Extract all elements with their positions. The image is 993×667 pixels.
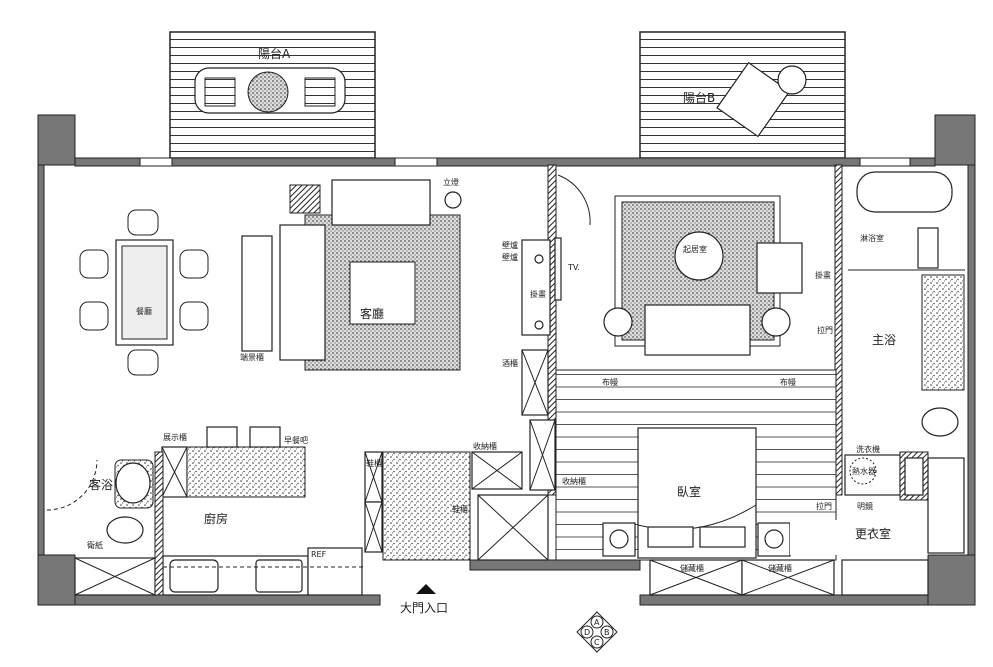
curtain-label: 布幔 (780, 377, 796, 387)
master-bath: 淋浴室 主浴 洗衣機 熱水器 (844, 171, 965, 501)
display-cabinet-label: 展示櫃 (163, 432, 187, 442)
fireplace-tv: 壁爐 壁爐 TV. 掛畫 酒櫃 (502, 237, 580, 416)
entrance-arrow-icon (416, 584, 436, 594)
balcony-a-label: 陽台A (258, 46, 291, 61)
guest-bath: 客浴 衛紙 (46, 451, 164, 596)
painting-label: 掛畫 (530, 289, 546, 299)
breakfast-bar-label: 早餐吧 (284, 436, 308, 445)
exterior-walls (37, 114, 976, 606)
dining-area: 餐廳 (79, 209, 209, 376)
compass-b: B (604, 628, 610, 637)
mirror-label: 明鏡 (857, 501, 873, 511)
entrance: 鞋櫃 鞋櫃 收納櫃 大門入口 (364, 419, 556, 615)
compass-c: C (594, 638, 600, 647)
storage-cabinet-label: 儲藏櫃 (680, 563, 704, 573)
bedroom-label: 臥室 (677, 484, 701, 499)
storage-cabinet-label: 儲藏櫃 (768, 563, 792, 573)
wine-cabinet-label: 酒櫃 (502, 358, 518, 368)
shoe-cabinet-label: 鞋櫃 (366, 458, 382, 468)
tv-label: TV. (567, 263, 580, 272)
compass-a: A (594, 618, 600, 627)
dining-label: 餐廳 (136, 306, 152, 316)
closet-label: 更衣室 (855, 526, 891, 541)
storage-label: 收納櫃 (473, 441, 497, 451)
console-label: 端景櫃 (240, 352, 264, 362)
balcony-b: 陽台B (639, 31, 846, 159)
bedroom: 布幔 布幔 臥室 收納櫃 拉門 明鏡 更衣室 儲藏櫃 儲藏櫃 (555, 369, 965, 596)
balcony-a: 陽台A (169, 31, 376, 159)
tissue-label: 衛紙 (87, 540, 103, 550)
balcony-b-label: 陽台B (683, 90, 715, 105)
floor-lamp-label: 立燈 (443, 177, 459, 187)
sliding-door-label: 拉門 (817, 325, 833, 335)
compass-d: D (584, 628, 590, 637)
curtain-label: 布幔 (602, 377, 618, 387)
fridge-label: REF (311, 550, 327, 559)
water-heater-label: 熱水器 (852, 466, 876, 476)
door-swing (557, 174, 591, 226)
storage-label: 收納櫃 (562, 476, 586, 486)
kitchen: 展示櫃 早餐吧 廚房 REF (74, 426, 365, 596)
fireplace-label: 壁爐 (502, 252, 518, 262)
guest-bath-label: 客浴 (89, 477, 113, 492)
bath-wall (834, 164, 843, 496)
painting-label: 掛畫 (815, 270, 831, 280)
fireplace-label: 壁爐 (502, 240, 518, 250)
living-area: 端景櫃 立燈 客廳 (240, 177, 462, 371)
entrance-label: 大門入口 (400, 601, 448, 615)
sliding-door-label: 拉門 (816, 501, 832, 511)
shower-label: 淋浴室 (860, 233, 884, 243)
study-label: 起居室 (683, 244, 707, 254)
kitchen-label: 廚房 (204, 511, 228, 526)
shoe-cabinet-label: 鞋櫃 (452, 504, 468, 514)
washer-label: 洗衣機 (856, 444, 880, 454)
living-label: 客廳 (360, 306, 384, 321)
master-bath-label: 主浴 (872, 333, 896, 347)
compass-icon: A B C D (576, 611, 618, 653)
lounge-area: 起居室 掛畫 拉門 (603, 195, 833, 356)
